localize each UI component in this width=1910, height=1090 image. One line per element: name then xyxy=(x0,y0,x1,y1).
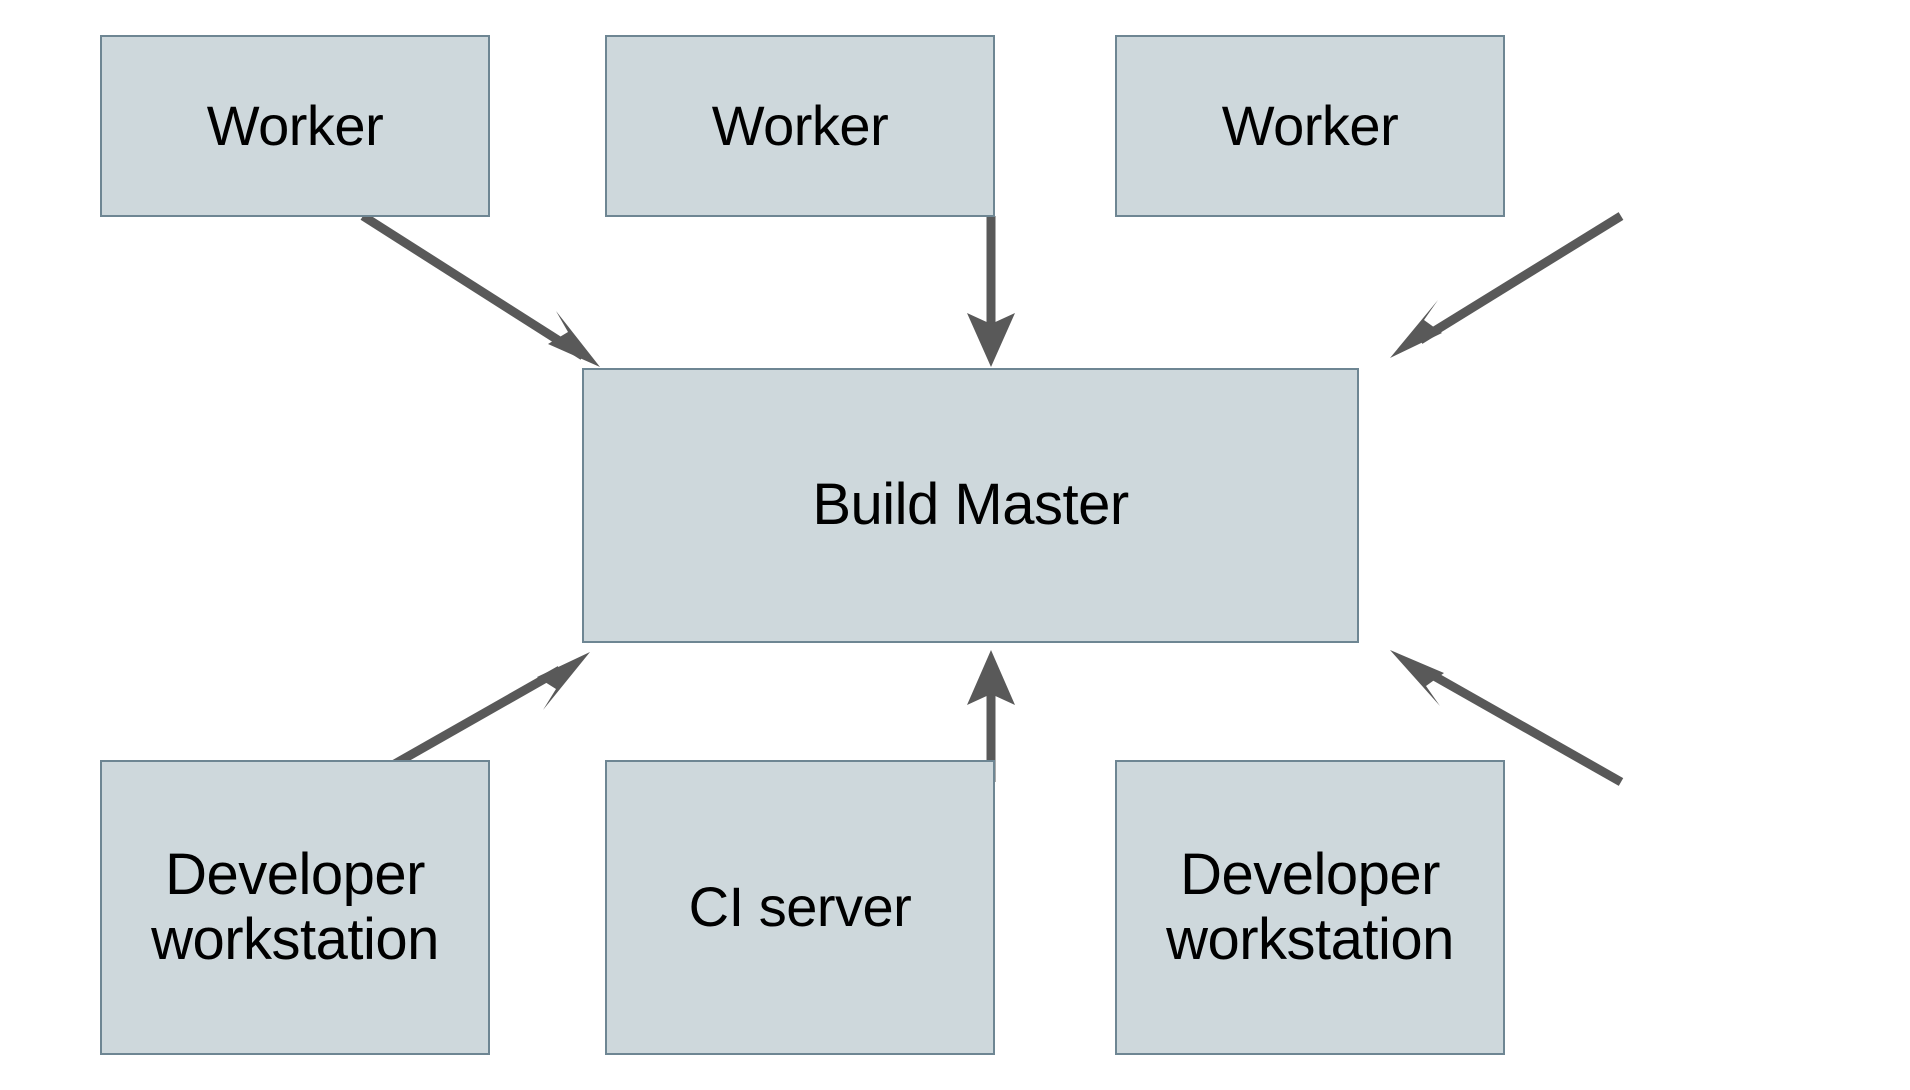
node-build-master[interactable]: Build Master xyxy=(582,368,1359,643)
node-worker-3[interactable]: Worker xyxy=(1115,35,1505,217)
node-developer-workstation-right[interactable]: Developer workstation xyxy=(1115,760,1505,1055)
edge-worker-2-to-build-master xyxy=(967,216,1015,367)
node-worker-2[interactable]: Worker xyxy=(605,35,995,217)
edge-worker-1-to-build-master xyxy=(360,212,600,367)
node-developer-workstation-left[interactable]: Developer workstation xyxy=(100,760,490,1055)
node-ci-server[interactable]: CI server xyxy=(605,760,995,1055)
node-worker-1[interactable]: Worker xyxy=(100,35,490,217)
edge-worker-3-to-build-master xyxy=(1390,212,1624,358)
